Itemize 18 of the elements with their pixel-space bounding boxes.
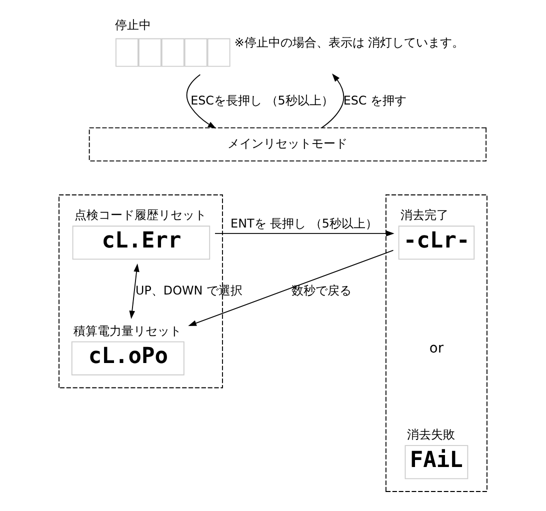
label: or [429,340,444,356]
node-label: ※停止中の場合、表示は 消灯しています。 [234,35,464,50]
edge-label: ESC を押す [343,93,407,108]
node-box: メインリセットモード [88,127,487,162]
edge-label: UP、DOWN で選択 [135,283,242,298]
arrow [186,74,216,129]
node-label: 点検コード履歴リセット [74,208,207,222]
node-label: 積算電力量リセット [74,324,182,338]
edge-label: 数秒で戻る [292,283,352,298]
arrow [214,230,394,236]
arrow [129,264,140,320]
arrow [321,74,344,128]
node-label: 停止中 [115,18,152,32]
node-label: 消去完了 [400,208,449,222]
edge-label: ESCを長押し （5秒以上） [190,93,334,108]
node-label: 消去失敗 [407,428,456,442]
edge-label: ENTを 長押し （5秒以上） [230,216,378,230]
arrow [188,250,394,326]
